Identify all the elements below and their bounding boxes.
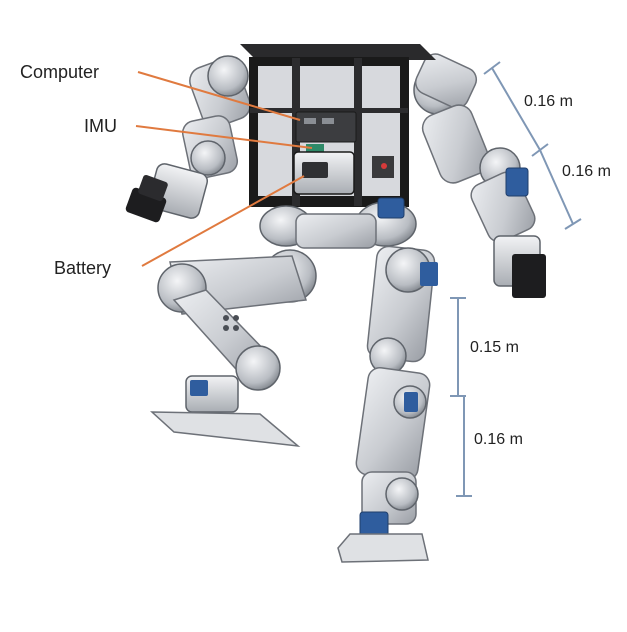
- hip: [259, 197, 417, 249]
- component-labels: Computer IMU Battery: [20, 62, 117, 278]
- battery-leader-line: [141, 175, 305, 267]
- leader-lines: [135, 71, 313, 267]
- robot-illustration: [125, 44, 546, 563]
- left-leg: [150, 249, 317, 448]
- thigh-length-label: 0.15 m: [470, 339, 519, 356]
- imu-label: IMU: [84, 116, 117, 136]
- shank-length-label: 0.16 m: [474, 431, 523, 448]
- right-arm: [413, 53, 546, 298]
- forearm-dimension-line: [539, 149, 574, 225]
- left-arm: [125, 55, 251, 223]
- computer-label: Computer: [20, 62, 99, 82]
- imu-leader-line: [135, 125, 313, 149]
- upper-arm-dimension-line: [491, 67, 541, 151]
- battery-label: Battery: [54, 258, 111, 278]
- upper-arm-length-label: 0.16 m: [524, 93, 573, 110]
- forearm-length-label: 0.16 m: [562, 163, 611, 180]
- computer-leader-line: [137, 71, 301, 121]
- dimension-labels: 0.16 m 0.16 m 0.15 m 0.16 m: [470, 93, 611, 448]
- torso-frame: [240, 44, 436, 207]
- dimension-lines: [450, 61, 582, 497]
- right-leg: [337, 245, 438, 563]
